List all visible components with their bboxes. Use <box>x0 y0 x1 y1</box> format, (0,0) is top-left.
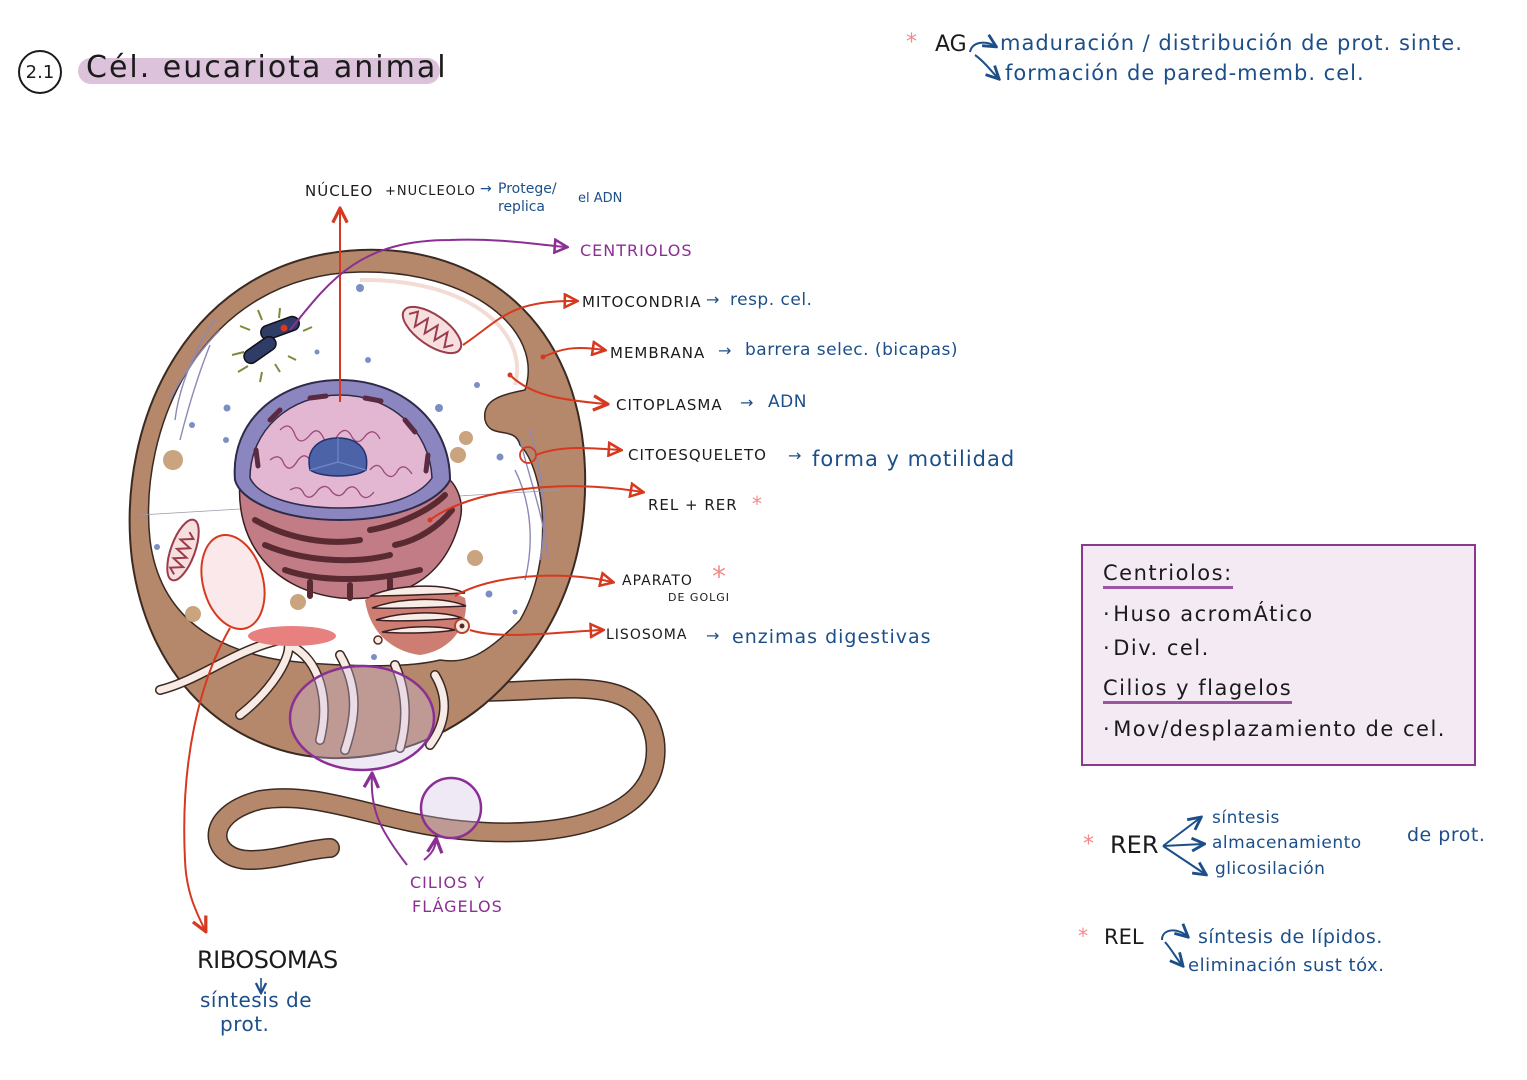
info-box: Centriolos: Huso acromÁtico Div. cel. Ci… <box>1081 544 1476 766</box>
arrow-centriolos <box>289 240 566 331</box>
label-ribosomas: RIBOSOMAS <box>197 946 338 974</box>
citoplasma-function: ADN <box>768 392 807 412</box>
rer-arrow-2 <box>1162 844 1203 846</box>
rer-branch-1: síntesis <box>1212 808 1280 828</box>
info-item: Huso acromÁtico <box>1103 597 1454 631</box>
nucleo-function-2: replica <box>498 199 546 215</box>
golgi-asterisk-icon: * <box>712 560 726 593</box>
ag-label: AG <box>935 32 967 57</box>
label-membrana: MEMBRANA <box>610 344 706 362</box>
label-lisosoma: LISOSOMA <box>606 627 688 643</box>
arrow-flagelos <box>423 840 436 861</box>
label-golgi-2: DE GOLGI <box>668 591 730 604</box>
rel-branch-2: eliminación sust tóx. <box>1188 955 1385 976</box>
nucleus <box>233 378 452 522</box>
label-mitocondria: MITOCONDRIA <box>582 293 702 311</box>
cilia-highlight <box>288 664 436 772</box>
label-nucleolo: +NUCLEOLO <box>385 184 476 199</box>
ag-line-2: formación de pared-memb. cel. <box>1005 61 1365 85</box>
arrow-glyph: → <box>480 181 492 197</box>
arrow-mitocondria <box>462 301 576 346</box>
rer-branch-3: glicosilación <box>1215 859 1326 879</box>
rer-asterisk-icon: * <box>1083 832 1094 857</box>
page-title: Cél. eucariota animal <box>86 50 448 85</box>
arrow-glyph: → <box>706 626 720 645</box>
nucleo-function-suffix: el ADN <box>578 191 623 206</box>
centrioles <box>231 307 313 383</box>
rel-branch-1: síntesis de lípidos. <box>1198 926 1383 948</box>
label-nucleo: NÚCLEO <box>305 182 374 200</box>
ag-arrow-bottom <box>974 54 998 78</box>
rer-arrow-1 <box>1162 818 1200 847</box>
lisosoma-function: enzimas digestivas <box>732 626 932 648</box>
rel-label: REL <box>1104 925 1144 949</box>
arrow-glyph: → <box>706 290 720 309</box>
golgi-apparatus <box>365 585 470 655</box>
arrow-lisosoma <box>469 630 602 635</box>
info-heading-centriolos: Centriolos: <box>1103 560 1233 589</box>
label-centriolos: CENTRIOLOS <box>580 241 693 260</box>
arrow-citoesqueleto <box>535 448 620 455</box>
info-item: Div. cel. <box>1103 631 1454 665</box>
cytoskeleton <box>169 319 549 581</box>
arrow-citoplasma <box>509 374 606 404</box>
title-highlight <box>78 58 440 84</box>
citoesqueleto-function: forma y motilidad <box>812 447 1016 471</box>
ag-asterisk-icon: * <box>906 30 917 55</box>
nucleo-function-1: Protege/ <box>498 181 557 197</box>
ribosomas-function-1: síntesis de <box>200 988 313 1012</box>
arrow-glyph: → <box>788 446 802 465</box>
ag-line-1: maduración / distribución de prot. sinte… <box>1000 31 1463 55</box>
arrow-rel-rer <box>429 486 642 521</box>
arrow-membrana <box>542 348 604 358</box>
rer-arrow-3 <box>1162 845 1205 874</box>
section-number-badge: 2.1 <box>18 50 62 94</box>
label-rel-rer: REL + RER <box>648 496 738 514</box>
mitochondrion-1 <box>401 305 463 355</box>
rel-arrow-bottom <box>1164 941 1182 965</box>
section-number: 2.1 <box>25 61 55 83</box>
vacuole <box>248 626 336 646</box>
label-citoplasma: CITOPLASMA <box>616 396 723 414</box>
rer-label: RER <box>1110 831 1159 859</box>
membrana-function: barrera selec. (bicapas) <box>745 340 959 360</box>
rel-rer-asterisk-icon: * <box>752 492 762 516</box>
ag-arrow-top <box>969 43 995 53</box>
arrow-glyph: → <box>740 393 754 412</box>
arrow-glyph: → <box>718 341 732 360</box>
leader-lines <box>183 210 642 930</box>
rel-asterisk-icon: * <box>1078 924 1088 948</box>
arrow-cilios <box>372 775 408 866</box>
mitocondria-function: resp. cel. <box>730 290 813 310</box>
rer-suffix: de prot. <box>1407 824 1486 846</box>
label-citoesqueleto: CITOESQUELETO <box>628 446 767 464</box>
arrow-golgi <box>454 576 612 597</box>
rel-arrow-top <box>1161 930 1187 941</box>
info-heading-cilios: Cilios y flagelos <box>1103 675 1293 704</box>
label-cilios-1: CILIOS Y <box>410 873 486 892</box>
arrow-ribosomas <box>183 627 231 930</box>
label-cilios-2: FLÁGELOS <box>412 897 503 916</box>
info-item: Mov/desplazamiento de cel. <box>1103 712 1454 746</box>
mitochondrion-2 <box>166 518 200 582</box>
label-golgi-1: APARATO <box>622 573 693 589</box>
rer-branch-2: almacenamiento <box>1212 833 1362 853</box>
vesicles <box>163 431 483 622</box>
ribosome-highlight <box>200 533 266 631</box>
ribosomas-function-2: prot. <box>220 1012 270 1036</box>
flagellum-highlight <box>419 776 483 840</box>
